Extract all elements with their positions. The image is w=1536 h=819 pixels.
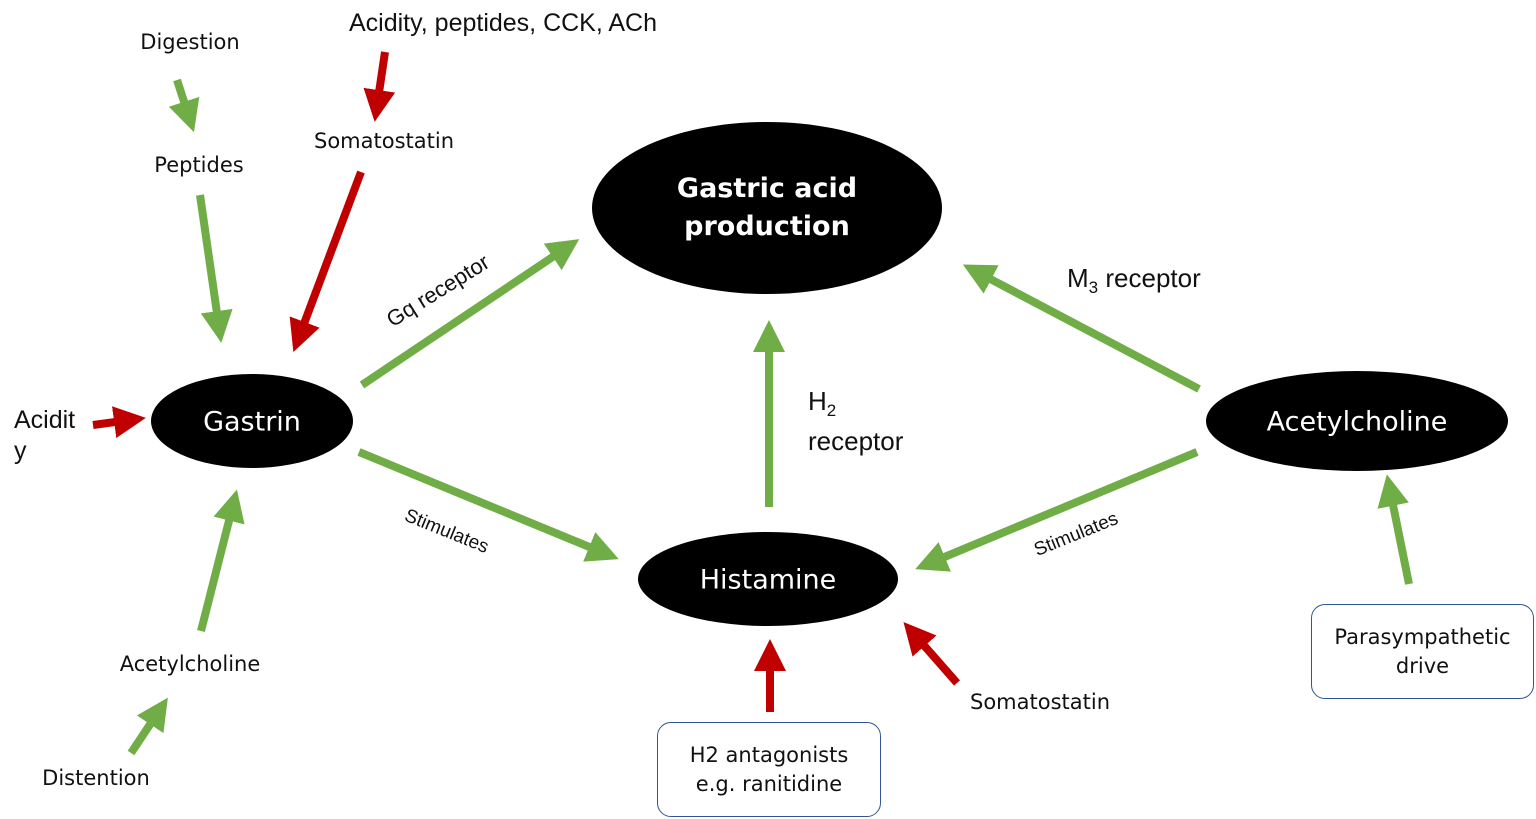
gastric-acid-node — [592, 122, 942, 294]
arrow-acetylcholine-to-gastric-acid — [962, 264, 1201, 393]
arrow-parasympathetic-to-acetylcholine — [1377, 474, 1413, 585]
arrow-acetylcholine-to-histamine — [915, 448, 1199, 572]
arrow-peptides-to-gastrin — [196, 194, 233, 343]
arrow-acetylcholine-left-to-gastrin — [197, 489, 245, 632]
gastrin-node — [151, 374, 353, 468]
parasympathetic-line1: Parasympathetic — [1334, 624, 1511, 649]
h2-antagonists-box: H2 antagonists e.g. ranitidine — [657, 722, 881, 817]
m3-receptor-main: M — [1067, 263, 1089, 293]
arrow-somatostatin-to-gastrin — [289, 170, 365, 352]
h2-antagonists-line1: H2 antagonists — [689, 742, 849, 767]
arrow-acidity-list-to-somatostatin — [363, 51, 396, 122]
histamine-node — [638, 532, 898, 626]
h2-receptor-main: H — [808, 386, 827, 416]
m3-receptor-subscript: 3 — [1088, 278, 1099, 298]
somatostatin-top-label: Somatostatin — [313, 129, 455, 153]
acidity-left-line1: Acidit — [14, 406, 76, 434]
acidity-list-label: Acidity, peptides, CCK, ACh — [348, 9, 658, 37]
h2-antagonists-line2: e.g. ranitidine — [695, 771, 843, 796]
acidity-left-line2: y — [14, 437, 27, 465]
distention-label: Distention — [42, 766, 150, 790]
digestion-label: Digestion — [140, 30, 240, 54]
h2-receptor-subscript: 2 — [826, 401, 837, 421]
gastrin-label: Gastrin — [203, 406, 301, 438]
arrow-acidity-to-gastrin — [92, 406, 146, 438]
acetylcholine-left-label: Acetylcholine — [119, 652, 261, 676]
arrow-digestion-to-peptides — [168, 78, 200, 133]
gastric-acid-node-label: Gastric acid production — [677, 170, 857, 246]
m3-receptor-rest: receptor — [1098, 263, 1201, 293]
arrow-gastrin-to-histamine — [357, 448, 619, 562]
acetylcholine-label: Acetylcholine — [1266, 406, 1448, 438]
somatostatin-bottom-label: Somatostatin — [969, 690, 1111, 714]
gastric-acid-label-line2: production — [684, 211, 850, 242]
h2-receptor-label: H2 receptor — [808, 386, 903, 457]
h2-receptor-line2: receptor — [808, 426, 904, 457]
histamine-label: Histamine — [699, 564, 837, 596]
parasympathetic-line2: drive — [1395, 653, 1450, 678]
arrow-distention-to-acetylcholine — [127, 697, 168, 756]
acidity-left-label: Acidit y — [14, 405, 75, 467]
arrow-somatostatin-to-histamine — [903, 621, 961, 686]
parasympathetic-drive-box: Parasympathetic drive — [1311, 604, 1534, 699]
arrow-gastrin-to-gastric-acid — [359, 239, 580, 389]
acetylcholine-node — [1206, 371, 1508, 471]
gastric-acid-label-line1: Gastric acid — [676, 173, 858, 204]
m3-receptor-label: M3 receptor — [1067, 263, 1201, 298]
peptides-label: Peptides — [154, 153, 244, 177]
